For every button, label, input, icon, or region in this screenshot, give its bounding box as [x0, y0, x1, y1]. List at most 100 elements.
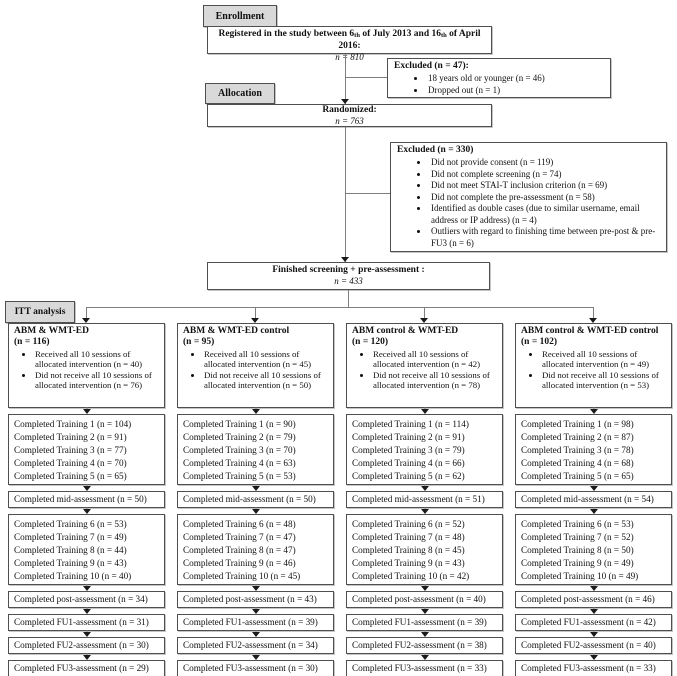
connector-line	[86, 307, 87, 320]
training-line: Completed Training 6 (n = 53)	[14, 519, 127, 529]
fu2-assessment-box: Completed FU2-assessment (n = 30)	[8, 637, 165, 654]
arrow-down-icon	[82, 318, 90, 323]
training-line: Completed Training 8 (n = 47)	[183, 545, 296, 555]
post-assessment-box: Completed post-assessment (n = 34)	[8, 591, 165, 608]
enrollment-label: Enrollment	[203, 5, 277, 27]
training-line: Completed Training 6 (n = 53)	[521, 519, 634, 529]
training-line: Completed Training 9 (n = 46)	[183, 558, 296, 568]
training-line: Completed Training 7 (n = 47)	[183, 532, 296, 542]
intervention-box: ABM & WMT-ED (n = 116) Received all 10 s…	[8, 323, 165, 408]
training-block-1-5: Completed Training 1 (n = 114) Completed…	[346, 414, 503, 485]
fu1-assessment-box: Completed FU1-assessment (n = 42)	[515, 614, 672, 631]
fu2-assessment-box: Completed FU2-assessment (n = 40)	[515, 637, 672, 654]
excluded-330-title: Excluded (n = 330)	[397, 145, 474, 155]
training-line: Completed Training 4 (n = 63)	[183, 458, 296, 468]
mid-assessment-box: Completed mid-assessment (n = 51)	[346, 491, 503, 508]
down-arrow-connector	[177, 585, 334, 591]
connector-line	[255, 307, 256, 320]
down-arrow-connector	[177, 608, 334, 614]
down-arrow-connector	[346, 508, 503, 514]
training-line: Completed Training 5 (n = 62)	[352, 471, 465, 481]
training-line: Completed Training 9 (n = 49)	[521, 558, 634, 568]
training-line: Completed Training 10 (n = 42)	[352, 571, 470, 581]
excluded-item: Dropped out (n = 1)	[426, 85, 606, 97]
down-arrow-connector	[8, 585, 165, 591]
intervention-box: ABM control & WMT-ED control (n = 102) R…	[515, 323, 672, 408]
excluded-47-list: 18 years old or younger (n = 46) Dropped…	[394, 73, 606, 96]
training-line: Completed Training 9 (n = 43)	[352, 558, 465, 568]
training-line: Completed Training 2 (n = 87)	[521, 432, 634, 442]
registered-title-part: of April 2016:	[338, 29, 481, 51]
down-arrow-connector	[515, 408, 672, 414]
down-arrow-connector	[8, 408, 165, 414]
down-arrow-connector	[8, 485, 165, 491]
intervention-bullets: Received all 10 sessions of allocated in…	[14, 349, 161, 391]
connector-line	[345, 127, 346, 262]
randomized-box: Randomized: n = 763	[207, 104, 492, 127]
down-arrow-connector	[177, 631, 334, 637]
connector-line	[86, 307, 594, 308]
fu3-assessment-box: Completed FU3-assessment (n = 30)	[177, 660, 334, 676]
training-line: Completed Training 5 (n = 65)	[14, 471, 127, 481]
intervention-box: ABM control & WMT-ED (n = 120) Received …	[346, 323, 503, 408]
training-line: Completed Training 4 (n = 68)	[521, 458, 634, 468]
connector-line	[593, 307, 594, 320]
registered-box: Registered in the study between 6th of J…	[207, 26, 492, 62]
down-arrow-connector	[515, 654, 672, 660]
fu2-assessment-box: Completed FU2-assessment (n = 34)	[177, 637, 334, 654]
training-line: Completed Training 10 (n = 45)	[183, 571, 301, 581]
training-block-1-5: Completed Training 1 (n = 104) Completed…	[8, 414, 165, 485]
fu1-assessment-box: Completed FU1-assessment (n = 31)	[8, 614, 165, 631]
down-arrow-connector	[515, 631, 672, 637]
training-block-6-10: Completed Training 6 (n = 53) Completed …	[8, 514, 165, 585]
training-block-6-10: Completed Training 6 (n = 52) Completed …	[346, 514, 503, 585]
training-line: Completed Training 6 (n = 48)	[183, 519, 296, 529]
training-line: Completed Training 10 (n = 40)	[14, 571, 132, 581]
down-arrow-connector	[346, 608, 503, 614]
bullet-item: Did not receive all 10 sessions of alloc…	[203, 370, 330, 391]
registered-title-part: Registered in the study between 6	[218, 29, 355, 39]
registered-n: n = 810	[335, 52, 364, 62]
down-arrow-connector	[346, 631, 503, 637]
training-line: Completed Training 4 (n = 70)	[14, 458, 127, 468]
fu1-assessment-box: Completed FU1-assessment (n = 39)	[346, 614, 503, 631]
itt-column: ABM control & WMT-ED (n = 120) Received …	[346, 323, 503, 676]
down-arrow-connector	[8, 608, 165, 614]
training-line: Completed Training 3 (n = 79)	[352, 445, 465, 455]
column-title: ABM & WMT-ED	[14, 326, 89, 336]
fu2-assessment-box: Completed FU2-assessment (n = 38)	[346, 637, 503, 654]
training-line: Completed Training 2 (n = 79)	[183, 432, 296, 442]
excluded-47-box: Excluded (n = 47): 18 years old or young…	[387, 58, 611, 98]
training-line: Completed Training 9 (n = 43)	[14, 558, 127, 568]
training-line: Completed Training 7 (n = 48)	[352, 532, 465, 542]
bullet-item: Did not receive all 10 sessions of alloc…	[541, 370, 668, 391]
arrow-down-icon	[589, 318, 597, 323]
training-line: Completed Training 3 (n = 70)	[183, 445, 296, 455]
down-arrow-connector	[177, 485, 334, 491]
down-arrow-connector	[346, 654, 503, 660]
down-arrow-connector	[177, 654, 334, 660]
excluded-330-box: Excluded (n = 330) Did not provide conse…	[390, 142, 667, 252]
down-arrow-connector	[346, 485, 503, 491]
arrow-down-icon	[341, 257, 349, 262]
intervention-box: ABM & WMT-ED control (n = 95) Received a…	[177, 323, 334, 408]
excluded-item: Did not complete screening (n = 74)	[429, 169, 662, 181]
training-line: Completed Training 7 (n = 52)	[521, 532, 634, 542]
post-assessment-box: Completed post-assessment (n = 43)	[177, 591, 334, 608]
training-line: Completed Training 4 (n = 66)	[352, 458, 465, 468]
fu1-assessment-box: Completed FU1-assessment (n = 39)	[177, 614, 334, 631]
down-arrow-connector	[346, 585, 503, 591]
excluded-item: Did not complete the pre-assessment (n =…	[429, 192, 662, 204]
down-arrow-connector	[515, 585, 672, 591]
itt-columns: ABM & WMT-ED (n = 116) Received all 10 s…	[8, 323, 672, 676]
training-line: Completed Training 6 (n = 52)	[352, 519, 465, 529]
training-line: Completed Training 1 (n = 90)	[183, 419, 296, 429]
intervention-bullets: Received all 10 sessions of allocated in…	[521, 349, 668, 391]
training-block-6-10: Completed Training 6 (n = 48) Completed …	[177, 514, 334, 585]
connector-line	[424, 307, 425, 320]
training-block-6-10: Completed Training 6 (n = 53) Completed …	[515, 514, 672, 585]
training-line: Completed Training 5 (n = 53)	[183, 471, 296, 481]
training-line: Completed Training 5 (n = 65)	[521, 471, 634, 481]
excluded-item: Did not provide consent (n = 119)	[429, 157, 662, 169]
